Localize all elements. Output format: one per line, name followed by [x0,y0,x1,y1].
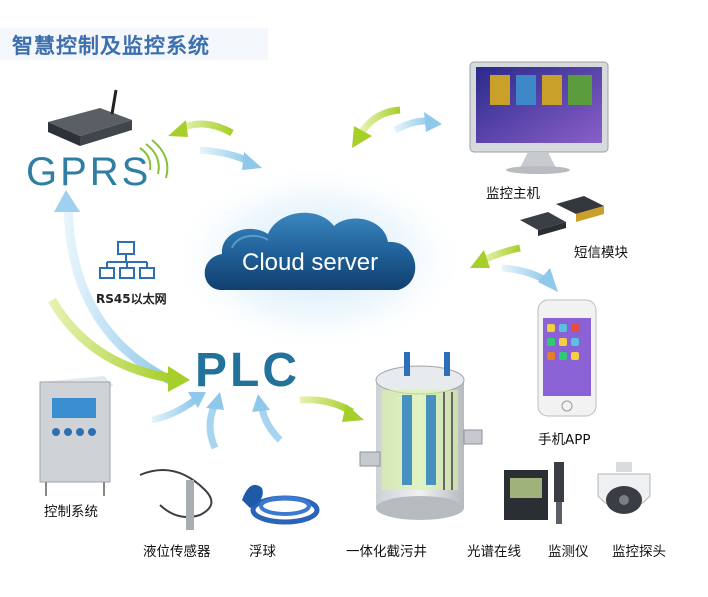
arrow-plc-station [299,396,364,422]
monitor-instrument-icon [554,462,564,524]
gprs-label: GPRS [26,150,152,194]
arrow-plc-gprs [54,190,173,385]
page-title: 智慧控制及监控系统 [12,34,210,58]
arrow-control-plc [48,297,190,392]
pump-station-label: 一体化截污井 [346,544,427,560]
plc-label: PLC [195,344,300,397]
camera-icon [597,462,651,514]
sms-module-icon [520,196,604,236]
arrow-cloud-phone [470,244,558,292]
monitor-host-label: 监控主机 [486,186,540,202]
camera-label: 监控探头 [612,544,666,560]
monitor-instrument-label: 监测仪 [548,544,589,560]
mobile-app-label: 手机APP [538,432,591,448]
title-background [0,28,268,60]
cloud-icon [204,212,416,290]
level-sensor-label: 液位传感器 [143,544,211,560]
spectrum-online-label: 光谱在线 [467,544,521,560]
arrows-sensors-plc [151,392,283,450]
network-icon [99,241,155,279]
mobile-phone-icon [537,299,597,417]
float-ball-icon [242,484,320,525]
pump-station-icon [359,352,483,520]
control-system-label: 控制系统 [44,504,98,520]
sms-module-label: 短信模块 [574,245,628,261]
spectrum-analyzer-icon [504,470,548,520]
level-sensor-icon [139,469,213,530]
rs45-ethernet-label: RS45以太网 [96,292,167,306]
control-cabinet-icon [39,376,114,496]
float-ball-label: 浮球 [249,544,276,560]
gprs-router-icon [48,89,169,179]
monitor-host-icon [469,61,609,174]
cloud-server-label: Cloud server [242,249,379,276]
arrow-gprs-cloud [168,120,262,170]
arrow-cloud-monitor [352,106,442,148]
